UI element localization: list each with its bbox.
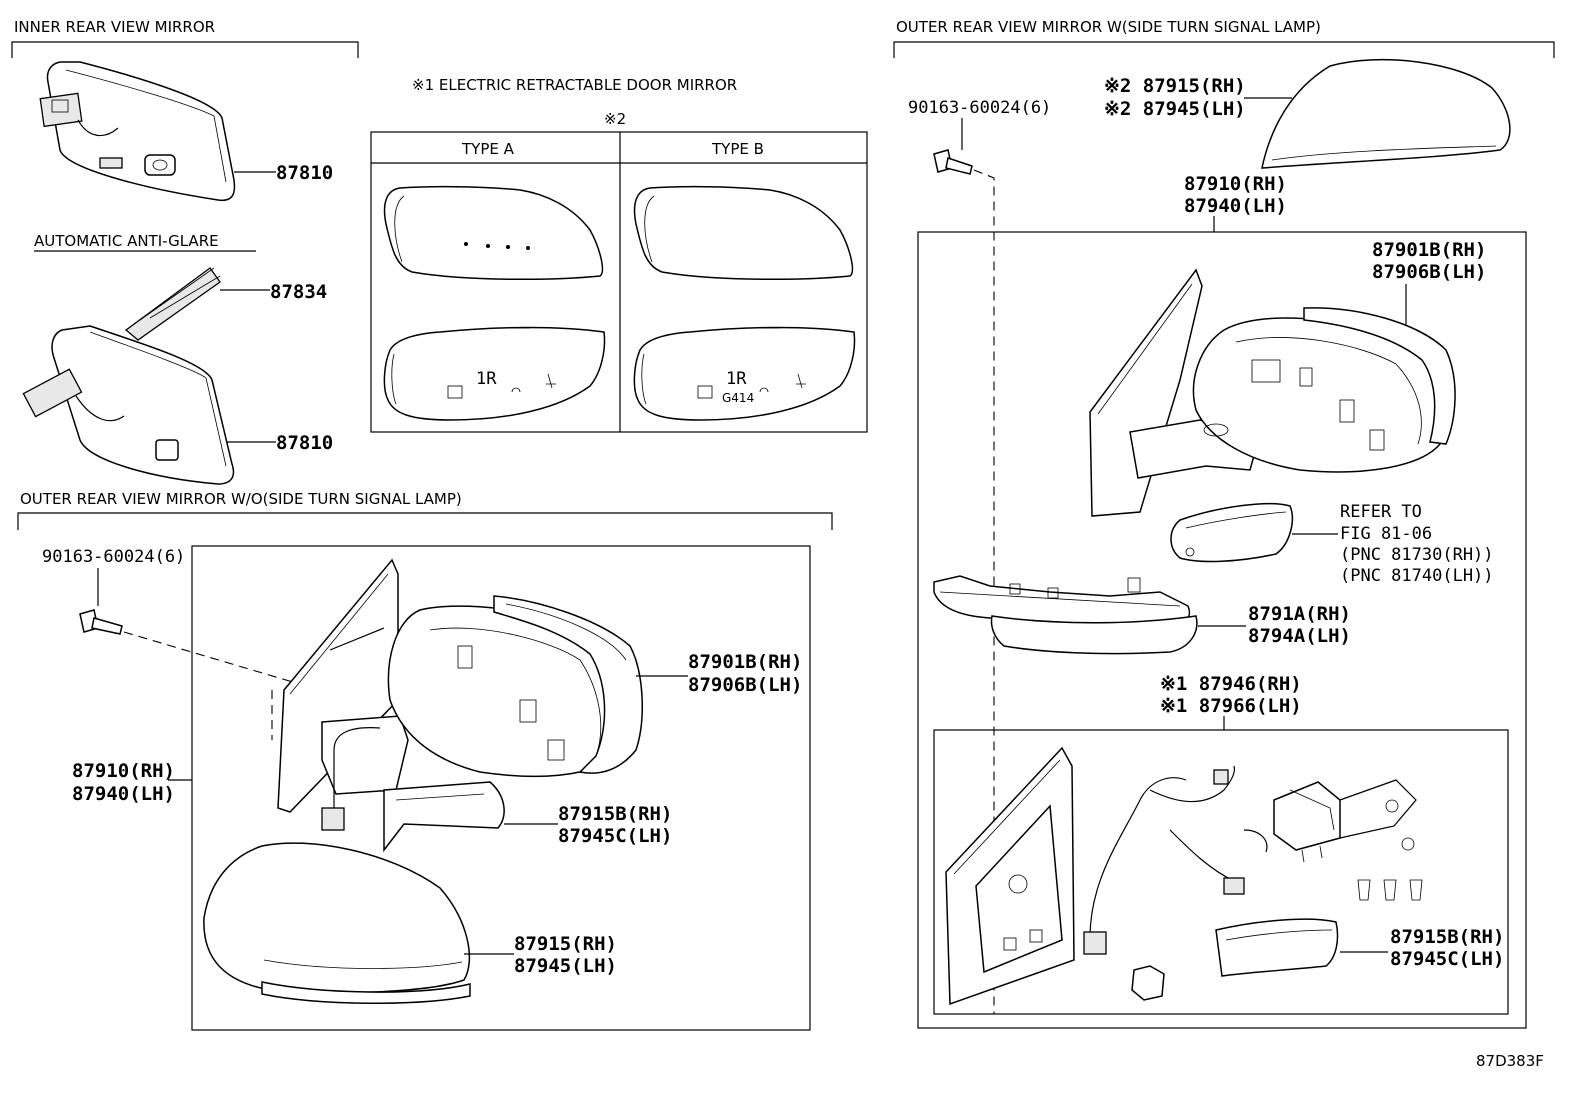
right-cap-rh: ※2 87915(RH) <box>1104 75 1246 97</box>
section-bracket-w-signal <box>893 41 1555 58</box>
right-housing-lh: 87906B(LH) <box>1372 261 1486 283</box>
left-mirror-assembly-illustration <box>203 558 643 1005</box>
right-retract-lh: ※1 87966(LH) <box>1160 695 1302 717</box>
refer-line-3: (PNC 81730(RH)) <box>1340 545 1494 565</box>
glass-type-b-illustration <box>633 185 856 421</box>
right-retract-rh: ※1 87946(RH) <box>1160 673 1302 695</box>
left-bolt-part: 90163-60024(6) <box>42 547 185 567</box>
right-retract-box <box>933 729 1509 1015</box>
right-cap-illustration <box>1261 58 1511 169</box>
left-assembly-box <box>191 545 811 1031</box>
refer-line-4: (PNC 81740(LH)) <box>1340 566 1494 586</box>
left-housing-lh: 87906B(LH) <box>688 674 802 696</box>
section-bracket-inner <box>11 41 359 58</box>
right-bolt-icon <box>933 149 973 175</box>
anti-glare-mirror-illustration <box>22 267 235 485</box>
right-retract-components-illustration <box>945 746 1423 1006</box>
glass-mark-b: 1R <box>726 369 747 389</box>
right-mirror-rh: 87910(RH) <box>1184 173 1287 195</box>
right-base-rh: 8791A(RH) <box>1248 603 1351 625</box>
glass-type-table <box>370 131 868 433</box>
right-mirror-lh: 87940(LH) <box>1184 195 1287 217</box>
section-title-anti-glare: AUTOMATIC ANTI-GLARE <box>34 232 219 250</box>
inner-mirror-illustration <box>39 61 236 202</box>
right-mirror-assembly-illustration <box>933 268 1456 655</box>
refer-line-1: REFER TO <box>1340 502 1422 522</box>
right-cover-rh: 87915B(RH) <box>1390 926 1504 948</box>
glass-code-b: G414 <box>722 391 754 405</box>
part-87810-bottom: 87810 <box>276 432 333 454</box>
refer-line-2: FIG 81-06 <box>1340 524 1432 544</box>
left-housing-rh: 87901B(RH) <box>688 651 802 673</box>
right-bolt-dashline <box>973 169 995 1014</box>
left-cap-lh: 87945(LH) <box>514 955 617 977</box>
left-cover-lh: 87945C(LH) <box>558 825 672 847</box>
glass-note-mark: ※2 <box>604 110 626 128</box>
glass-type-a-header: TYPE A <box>461 140 515 158</box>
section-title-w-signal: OUTER REAR VIEW MIRROR W(SIDE TURN SIGNA… <box>896 18 1321 36</box>
glass-type-b-header: TYPE B <box>711 140 764 158</box>
left-mirror-rh: 87910(RH) <box>72 760 175 782</box>
right-assembly-box <box>917 231 1527 1029</box>
right-cover-lh: 87945C(LH) <box>1390 948 1504 970</box>
right-cap-lh: ※2 87945(LH) <box>1104 98 1246 120</box>
section-bracket-wo-signal <box>17 512 833 530</box>
left-cap-rh: 87915(RH) <box>514 933 617 955</box>
part-87810-top: 87810 <box>276 162 333 184</box>
glass-mark-a: 1R <box>476 369 497 389</box>
right-base-lh: 8794A(LH) <box>1248 625 1351 647</box>
left-cover-rh: 87915B(RH) <box>558 803 672 825</box>
diagram-id: 87D383F <box>1476 1052 1544 1070</box>
glass-type-a-illustration <box>383 185 606 421</box>
section-title-inner: INNER REAR VIEW MIRROR <box>14 18 215 36</box>
right-bolt-part: 90163-60024(6) <box>908 98 1051 118</box>
section-title-electric: ※1 ELECTRIC RETRACTABLE DOOR MIRROR <box>412 76 737 94</box>
left-bolt-icon <box>79 609 123 635</box>
part-87834: 87834 <box>270 281 327 303</box>
section-title-wo-signal: OUTER REAR VIEW MIRROR W/O(SIDE TURN SIG… <box>20 490 462 508</box>
left-mirror-lh: 87940(LH) <box>72 783 175 805</box>
right-housing-rh: 87901B(RH) <box>1372 239 1486 261</box>
